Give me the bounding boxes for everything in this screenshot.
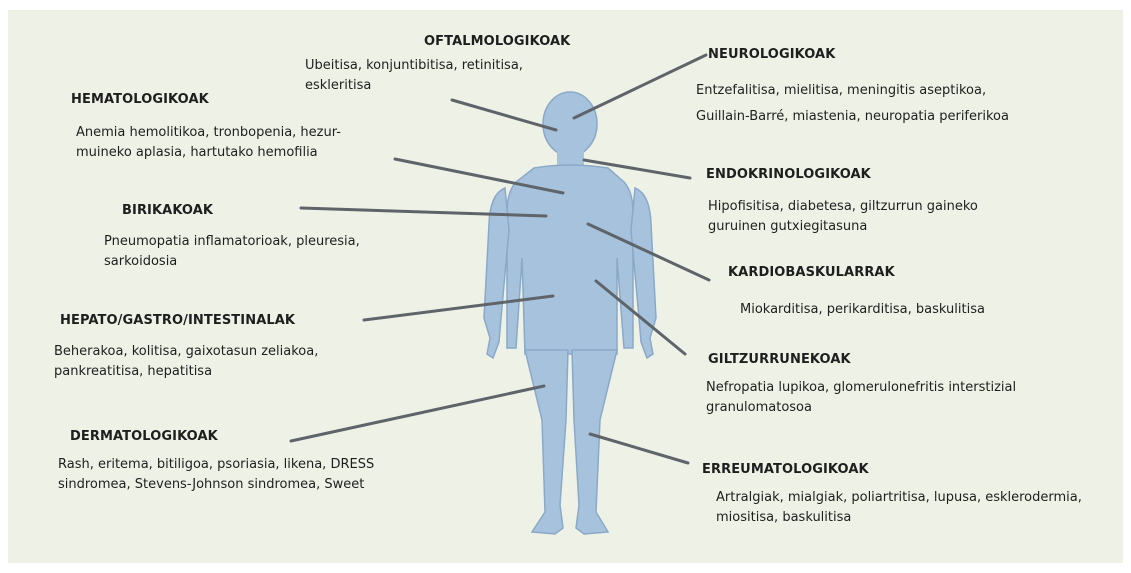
description-line: Hipofisitisa, diabetesa, giltzurrun gain… xyxy=(708,197,978,217)
section-description: Hipofisitisa, diabetesa, giltzurrun gain… xyxy=(708,197,978,237)
body-torso xyxy=(507,165,633,354)
section-hematologikoak-text: Anemia hemolitikoa, tronbopenia, hezur- … xyxy=(76,123,341,163)
section-title: BIRIKAKOAK xyxy=(122,203,213,218)
section-kardiobaskularrak: KARDIOBASKULARRAK xyxy=(728,265,895,280)
description-line: Artralgiak, mialgiak, poliartritisa, lup… xyxy=(716,488,1082,508)
connector-oftalmologikoak xyxy=(452,100,556,130)
section-title: HEPATO/GASTRO/INTESTINALAK xyxy=(60,313,295,328)
description-line: sarkoidosia xyxy=(104,252,360,272)
section-description: Nefropatia lupikoa, glomerulonefritis in… xyxy=(706,378,1016,418)
section-oftalmologikoak-text: Ubeitisa, konjuntibitisa, retinitisa, es… xyxy=(305,56,523,96)
description-line: sindromea, Stevens-Johnson sindromea, Sw… xyxy=(58,475,374,495)
body-right-leg xyxy=(572,350,617,534)
section-title: ENDOKRINOLOGIKOAK xyxy=(706,167,871,182)
description-line: eskleritisa xyxy=(305,76,523,96)
section-neurologikoak-text: Entzefalitisa, mielitisa, meningitis ase… xyxy=(696,78,1009,130)
description-line: Ubeitisa, konjuntibitisa, retinitisa, xyxy=(305,56,523,76)
section-dermatologikoak-text: Rash, eritema, bitiligoa, psoriasia, lik… xyxy=(58,455,374,495)
description-line: granulomatosoa xyxy=(706,398,1016,418)
section-dermatologikoak: DERMATOLOGIKOAK xyxy=(70,429,218,444)
description-line: guruinen gutxiegitasuna xyxy=(708,217,978,237)
section-endokrinologikoak-text: Hipofisitisa, diabetesa, giltzurrun gain… xyxy=(708,197,978,237)
connector-neurologikoak xyxy=(574,55,706,118)
section-description: Beherakoa, kolitisa, gaixotasun zeliakoa… xyxy=(54,342,318,382)
section-birikakoak-text: Pneumopatia inflamatorioak, pleuresia, s… xyxy=(104,232,360,272)
section-description: Ubeitisa, konjuntibitisa, retinitisa, es… xyxy=(305,56,523,96)
description-line: muineko aplasia, hartutako hemofilia xyxy=(76,143,341,163)
body-left-leg xyxy=(525,350,568,534)
description-line: Nefropatia lupikoa, glomerulonefritis in… xyxy=(706,378,1016,398)
section-title: ERREUMATOLOGIKOAK xyxy=(702,462,869,477)
section-description: Entzefalitisa, mielitisa, meningitis ase… xyxy=(696,78,1009,130)
body-right-arm xyxy=(631,188,656,358)
section-endokrinologikoak: ENDOKRINOLOGIKOAK xyxy=(706,167,871,182)
section-giltzurrunekoak: GILTZURRUNEKOAK xyxy=(708,352,851,367)
description-line: Anemia hemolitikoa, tronbopenia, hezur- xyxy=(76,123,341,143)
section-title: HEMATOLOGIKOAK xyxy=(71,92,209,107)
section-hepato-text: Beherakoa, kolitisa, gaixotasun zeliakoa… xyxy=(54,342,318,382)
section-erreumatologikoak-text: Artralgiak, mialgiak, poliartritisa, lup… xyxy=(716,488,1082,528)
section-title: KARDIOBASKULARRAK xyxy=(728,265,895,280)
section-description: Rash, eritema, bitiligoa, psoriasia, lik… xyxy=(58,455,374,495)
connector-erreumatologikoak xyxy=(590,434,688,463)
section-title: DERMATOLOGIKOAK xyxy=(70,429,218,444)
section-neurologikoak: NEUROLOGIKOAK xyxy=(708,47,835,62)
description-line: Guillain-Barré, miastenia, neuropatia pe… xyxy=(696,104,1009,130)
section-title: GILTZURRUNEKOAK xyxy=(708,352,851,367)
section-kardiobaskularrak-text: Miokarditisa, perikarditisa, baskulitisa xyxy=(740,300,985,320)
section-description: Anemia hemolitikoa, tronbopenia, hezur- … xyxy=(76,123,341,163)
section-title: NEUROLOGIKOAK xyxy=(708,47,835,62)
section-title: OFTALMOLOGIKOAK xyxy=(424,34,570,49)
section-description: Pneumopatia inflamatorioak, pleuresia, s… xyxy=(104,232,360,272)
description-line: Entzefalitisa, mielitisa, meningitis ase… xyxy=(696,78,1009,104)
section-erreumatologikoak: ERREUMATOLOGIKOAK xyxy=(702,462,869,477)
section-description: Artralgiak, mialgiak, poliartritisa, lup… xyxy=(716,488,1082,528)
description-line: pankreatitisa, hepatitisa xyxy=(54,362,318,382)
description-line: miositisa, baskulitisa xyxy=(716,508,1082,528)
description-line: Rash, eritema, bitiligoa, psoriasia, lik… xyxy=(58,455,374,475)
section-oftalmologikoak: OFTALMOLOGIKOAK xyxy=(424,34,570,49)
section-birikakoak: BIRIKAKOAK xyxy=(122,203,213,218)
connector-dermatologikoak xyxy=(291,386,544,441)
section-hepato: HEPATO/GASTRO/INTESTINALAK xyxy=(60,313,295,328)
section-giltzurrunekoak-text: Nefropatia lupikoa, glomerulonefritis in… xyxy=(706,378,1016,418)
description-line: Beherakoa, kolitisa, gaixotasun zeliakoa… xyxy=(54,342,318,362)
human-body-figure xyxy=(484,92,656,534)
section-hematologikoak: HEMATOLOGIKOAK xyxy=(71,92,209,107)
section-description: Miokarditisa, perikarditisa, baskulitisa xyxy=(740,300,985,320)
description-line: Miokarditisa, perikarditisa, baskulitisa xyxy=(740,300,985,320)
body-head xyxy=(543,92,597,156)
description-line: Pneumopatia inflamatorioak, pleuresia, xyxy=(104,232,360,252)
